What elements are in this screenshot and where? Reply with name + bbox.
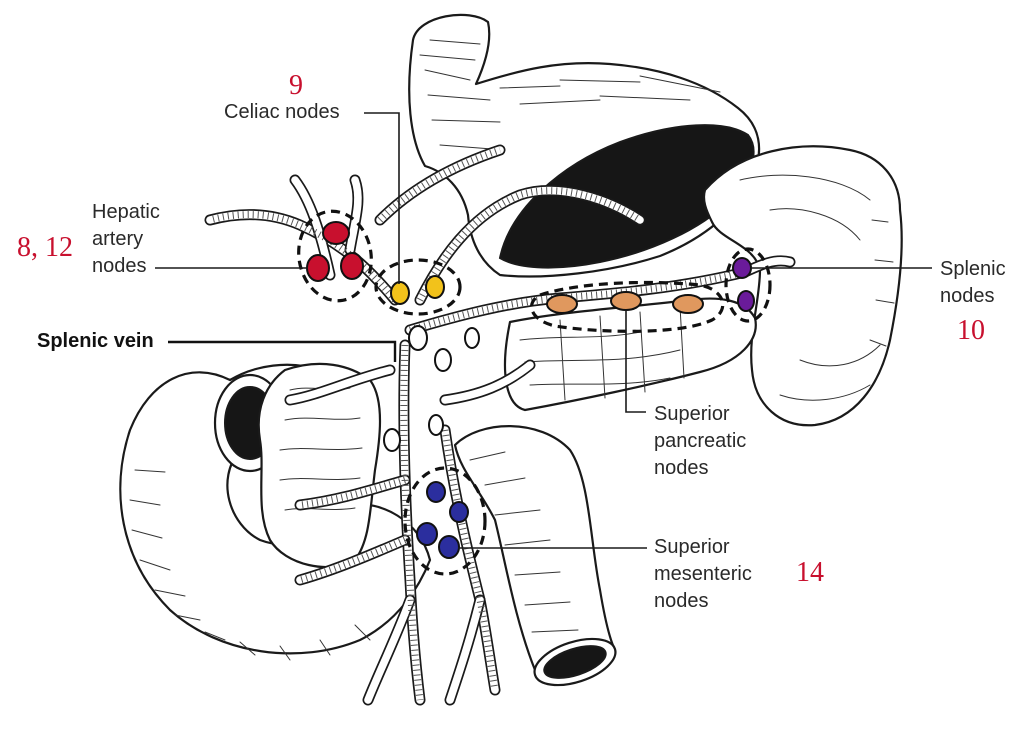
celiac-nodes-label: Celiac nodes — [224, 101, 340, 123]
celiac-station-number: 9 — [289, 70, 303, 101]
superior-pancreatic-node — [546, 294, 578, 314]
celiac-node — [390, 281, 410, 305]
splenic-nodes — [732, 257, 755, 312]
hepatic-artery-nodes-label: Hepatic artery nodes — [92, 201, 160, 277]
superior-mesenteric-node — [416, 522, 438, 546]
splenic-vein-node — [408, 325, 428, 351]
spleen — [702, 145, 903, 427]
superior-mesenteric-station-number: 14 — [796, 557, 824, 588]
hepatic-node-group-outline — [297, 209, 373, 303]
superior-mesenteric-node — [449, 501, 469, 523]
celiac-node-group-outline — [374, 258, 462, 316]
splenic-vein-label: Splenic vein — [37, 330, 154, 352]
hepatic-artery-nodes — [306, 221, 364, 282]
superior-mesenteric-node — [426, 481, 446, 503]
splenic-vein-leader-line — [168, 340, 397, 362]
celiac-node — [425, 275, 445, 299]
celiac-nodes — [390, 275, 445, 305]
splenic-vein-node — [428, 414, 444, 436]
hepatic-node — [340, 252, 364, 280]
splenic-vein-nodes — [383, 325, 480, 452]
blood-vessels — [204, 144, 796, 706]
splenic-nodes-label: Splenic nodes — [940, 258, 1006, 307]
hepatic-station-number: 8, 12 — [17, 232, 73, 263]
superior-mesenteric-nodes-label: Superior mesenteric nodes — [654, 536, 752, 612]
hepatic-node — [306, 254, 330, 282]
splenic-vein-node — [383, 428, 401, 452]
superior-pancreatic-nodes — [546, 291, 704, 314]
superior-pancreatic-node — [672, 294, 704, 314]
superior-pancreatic-leader-line — [625, 310, 646, 413]
splenic-station-number: 10 — [957, 315, 985, 346]
splenic-node — [732, 257, 752, 279]
splenic-node — [737, 290, 755, 312]
splenic-node-group-outline — [724, 247, 772, 323]
superior-pancreatic-nodes-label: Superior pancreatic nodes — [654, 403, 747, 479]
superior-mesenteric-node — [438, 535, 460, 559]
pancreas — [503, 297, 757, 412]
hepatic-node — [322, 221, 350, 245]
splenic-vein-node — [464, 327, 480, 349]
splenic-vein-node — [434, 348, 452, 372]
celiac-leader-line — [364, 112, 400, 284]
superior-pancreatic-node-group-outline — [529, 280, 725, 333]
superior-mesenteric-node-group-outline — [403, 466, 487, 576]
superior-mesenteric-nodes — [416, 481, 469, 559]
jejunum — [453, 425, 617, 687]
superior-pancreatic-node — [610, 291, 642, 311]
